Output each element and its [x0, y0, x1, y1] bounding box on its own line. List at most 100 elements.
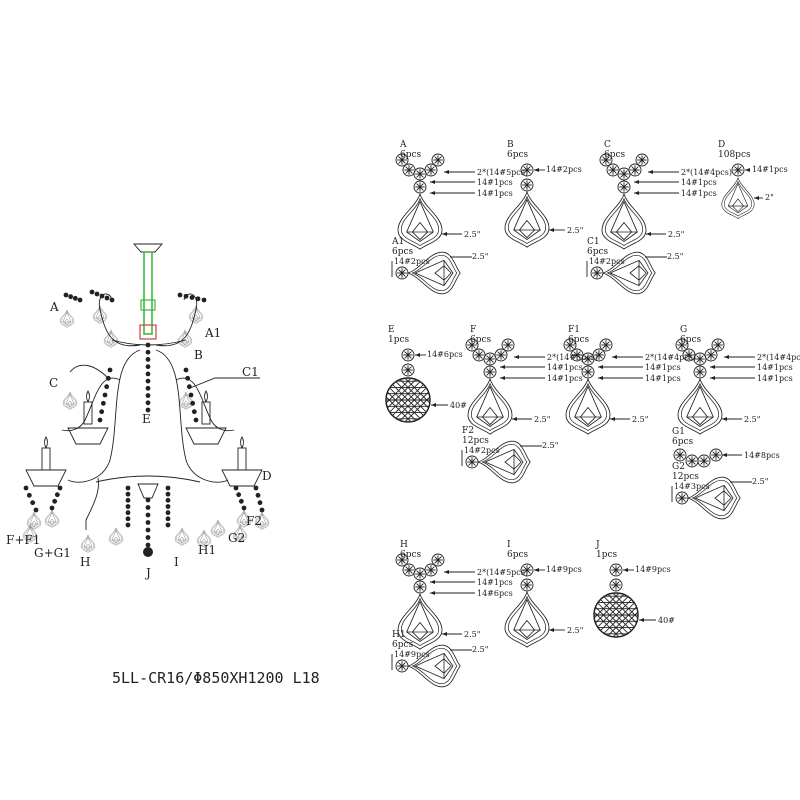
bead	[395, 153, 409, 167]
leader-h	[85, 477, 99, 530]
bead	[635, 153, 649, 167]
component-quantity: 6pcs	[587, 247, 609, 257]
bead	[711, 338, 725, 352]
bead	[599, 338, 613, 352]
bead	[431, 553, 445, 567]
component-label: G	[680, 325, 687, 335]
component-quantity: 1pcs	[388, 335, 410, 345]
pendant-crystal	[236, 509, 252, 528]
component-size: 2.5"	[752, 477, 768, 486]
parts-detail: A6pcs2*(14#5pcs)14#1pcs14#1pcs2.5"B6pcs1…	[385, 140, 800, 688]
pendant-crystal	[721, 177, 755, 219]
component-note: 14#9pcs	[635, 565, 671, 574]
label-F-F1: F+F1	[6, 533, 40, 547]
bead	[693, 352, 707, 366]
component-size: 40#	[450, 401, 467, 410]
bead	[395, 553, 409, 567]
component-size: 2.5"	[464, 630, 480, 639]
candles	[25, 390, 263, 487]
component-note: 14#9pcs	[546, 565, 582, 574]
pendant-crystal	[188, 305, 204, 324]
pendant-crystal	[22, 524, 38, 543]
component-size: 40#	[658, 616, 675, 625]
component-quantity: 6pcs	[392, 640, 414, 650]
chandelier-bead-chains	[22, 289, 270, 557]
component-label: G2	[672, 462, 685, 472]
component-size: 2.5"	[744, 415, 760, 424]
leader-c1	[189, 377, 260, 389]
component-size: 2.5"	[567, 226, 583, 235]
component-size: 2.5"	[542, 441, 558, 450]
component-note: 14#1pcs	[681, 178, 717, 187]
label-H1: H1	[198, 543, 216, 557]
component-note: 14#6pcs	[477, 589, 513, 598]
label-H: H	[80, 555, 90, 569]
ball-crystal	[385, 377, 431, 423]
pendant-crystal	[92, 305, 108, 324]
component-note: 14#1pcs	[645, 374, 681, 383]
bead	[401, 363, 415, 377]
pendant-crystal	[26, 511, 42, 530]
component-size: 2.5"	[668, 230, 684, 239]
component-quantity: 6pcs	[604, 150, 626, 160]
component-label: D	[718, 140, 725, 150]
component-note: 14#2pcs	[546, 165, 582, 174]
component-note: 14#1pcs	[681, 189, 717, 198]
pendant-crystal	[601, 192, 647, 250]
bead	[483, 352, 497, 366]
component-note: 2*(14#5pcs)	[477, 568, 528, 577]
pendant-crystal	[504, 190, 550, 248]
chandelier-elevation: A A1 B C C1 E D F2 F+F1 G2 G+G1 H1 H I J	[6, 243, 272, 580]
component-note: 14#1pcs	[757, 374, 793, 383]
component-quantity: 6pcs	[400, 550, 422, 560]
component-size: 2.5"	[472, 645, 488, 654]
component-note: 2*(14#4pcs)	[757, 353, 800, 362]
bead	[401, 348, 415, 362]
component-note: 14#2pcs	[464, 446, 500, 455]
bead	[501, 338, 515, 352]
component-label: A1	[391, 237, 404, 247]
pendant-crystal	[406, 644, 461, 688]
component-label: E	[388, 325, 395, 335]
label-C1: C1	[242, 365, 259, 379]
leader-c	[69, 364, 109, 379]
component-size: 2.5"	[632, 415, 648, 424]
component-note: 14#1pcs	[477, 189, 513, 198]
component-quantity: 6pcs	[400, 150, 422, 160]
bead	[413, 167, 427, 181]
component-quantity: 12pcs	[672, 472, 699, 482]
bead	[697, 454, 711, 468]
component-label: F1	[568, 325, 580, 335]
component-size: 2.5"	[464, 230, 480, 239]
component-size: 2.5"	[567, 626, 583, 635]
pendant-crystal	[108, 527, 124, 546]
component-note: 14#2pcs	[394, 257, 430, 266]
component-label: A	[399, 140, 407, 150]
component-note: 14#1pcs	[645, 363, 681, 372]
component-note: 14#3pcs	[674, 482, 710, 491]
component-quantity: 6pcs	[672, 437, 694, 447]
component-note: 2*(14#4pcs)	[645, 353, 696, 362]
component-note: 2*(14#5pcs)	[477, 168, 528, 177]
label-E: E	[142, 412, 151, 426]
upper-arm-right	[155, 293, 198, 347]
label-D: D	[262, 469, 272, 483]
bead	[673, 448, 687, 462]
component-quantity: 6pcs	[392, 247, 414, 257]
pendant-crystal	[254, 511, 270, 530]
bead	[563, 338, 577, 352]
component-label: C1	[587, 237, 600, 247]
component-note: 14#1pcs	[757, 363, 793, 372]
pendant-crystal	[504, 590, 550, 648]
